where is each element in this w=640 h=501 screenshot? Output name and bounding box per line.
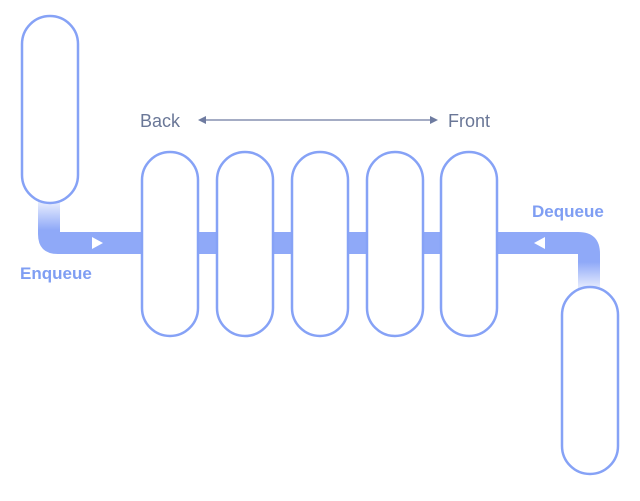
queue-slots (140, 150, 499, 338)
dequeue-direction-icon (534, 237, 545, 249)
queue-slot (290, 150, 350, 338)
direction-axis (198, 116, 438, 124)
dequeue-label: Dequeue (532, 202, 604, 221)
front-label: Front (448, 111, 490, 131)
queue-slot (140, 150, 200, 338)
queue-slot (365, 150, 425, 338)
queue-slot (439, 150, 499, 338)
enqueue-direction-icon (92, 237, 103, 249)
queue-slot (215, 150, 275, 338)
incoming-element (20, 14, 80, 205)
enqueue-label: Enqueue (20, 264, 92, 283)
outgoing-element (560, 285, 620, 476)
back-label: Back (140, 111, 181, 131)
arrow-left-icon (198, 116, 206, 124)
arrow-right-icon (430, 116, 438, 124)
